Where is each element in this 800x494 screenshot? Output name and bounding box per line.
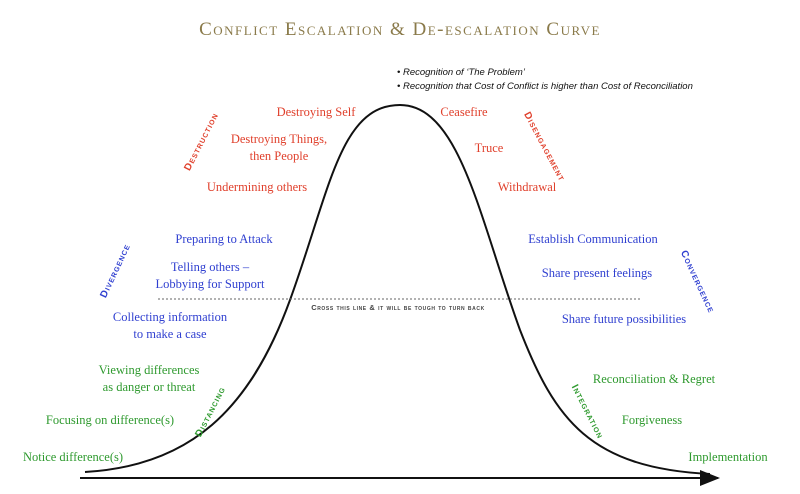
step-withdrawal: Withdrawal <box>498 180 557 194</box>
note-recognition-cost: • Recognition that Cost of Conflict is h… <box>397 81 693 92</box>
phase-disengagement-label: Disengagement <box>521 110 567 183</box>
step-collecting-info-line1: Collecting information <box>113 310 228 324</box>
step-implementation: Implementation <box>688 450 768 464</box>
step-forgiveness: Forgiveness <box>622 413 682 427</box>
step-telling-others-line1: Telling others – <box>171 260 250 274</box>
phase-distancing-label: Distancing <box>193 385 228 439</box>
step-reconciliation-regret: Reconciliation & Regret <box>593 372 716 386</box>
step-telling-others-line2: Lobbying for Support <box>155 277 265 291</box>
phase-convergence-label: Convergence <box>678 249 717 315</box>
step-share-present-feelings: Share present feelings <box>542 266 653 280</box>
escalation-curve <box>84 103 711 475</box>
step-preparing-to-attack: Preparing to Attack <box>175 232 273 246</box>
step-viewing-differences-line1: Viewing differences <box>99 363 200 377</box>
step-notice-differences: Notice difference(s) <box>23 450 123 464</box>
phase-integration-label: Integration <box>569 383 606 441</box>
step-viewing-differences-line2: as danger or threat <box>103 380 196 394</box>
step-undermining-others: Undermining others <box>207 180 307 194</box>
note-recognition-problem: • Recognition of ‘The Problem’ <box>397 67 526 78</box>
step-ceasefire: Ceasefire <box>440 105 488 119</box>
step-destroying-self: Destroying Self <box>277 105 357 119</box>
step-share-future-possibilities: Share future possibilities <box>562 312 686 326</box>
step-establish-communication: Establish Communication <box>528 232 658 246</box>
phase-divergence-label: Divergence <box>98 242 133 300</box>
step-focusing-on-differences: Focusing on difference(s) <box>46 413 174 427</box>
point-of-no-return-label: Cross this line & it will be tough to tu… <box>311 303 485 312</box>
step-destroying-things-line1: Destroying Things, <box>231 132 327 146</box>
step-destroying-things-line2: then People <box>250 149 309 163</box>
step-truce: Truce <box>475 141 504 155</box>
step-collecting-info-line2: to make a case <box>133 327 207 341</box>
page-title: Conflict Escalation & De-escalation Curv… <box>199 19 601 40</box>
phase-destruction-label: Destruction <box>182 111 221 173</box>
